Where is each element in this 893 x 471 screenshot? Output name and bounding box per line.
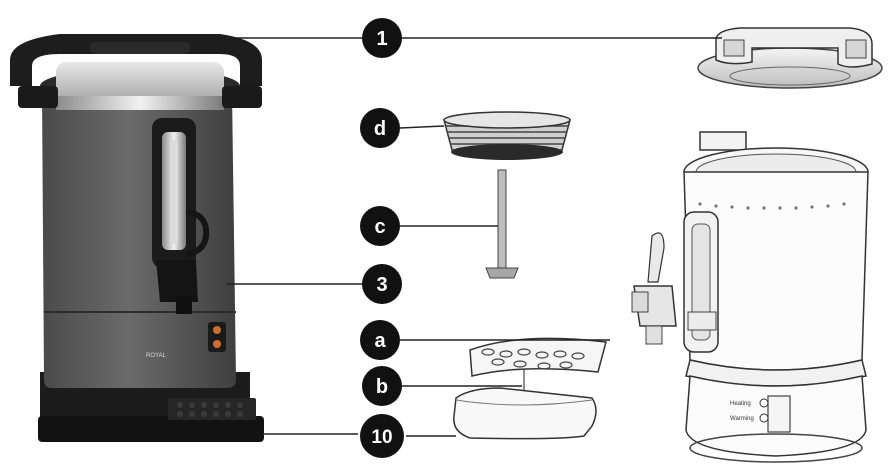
callout-label-10: 10 <box>371 427 392 448</box>
callout-badge-b: b <box>362 366 402 406</box>
brand-label: ROYAL <box>146 353 167 359</box>
callout-badges: 1 d c 3 a b 10 <box>360 18 404 458</box>
carry-handle <box>10 34 262 86</box>
part-c-stem <box>485 169 519 279</box>
panel-label-bottom: Warming <box>730 416 754 422</box>
drip-tray-grid <box>168 398 256 420</box>
urn-line-drawing: Heating Warming <box>631 131 869 463</box>
callout-badge-c: c <box>360 206 400 246</box>
callout-label-d: d <box>374 118 386 140</box>
callout-badge-3: 3 <box>362 264 402 304</box>
leader-line-d <box>399 125 445 129</box>
callout-label-3: 3 <box>376 274 387 296</box>
callout-badge-1: 1 <box>362 18 402 58</box>
panel-label-top: Heating <box>730 401 751 407</box>
drip-tray <box>38 416 264 442</box>
callout-label-c: c <box>374 216 385 238</box>
tap <box>156 260 198 302</box>
leader-lines <box>226 37 722 437</box>
callout-badge-a: a <box>360 320 400 360</box>
callout-label-b: b <box>376 376 388 398</box>
callout-badge-10: 10 <box>360 414 404 458</box>
callout-badge-d: d <box>360 108 400 148</box>
part-a-filter-disc <box>469 337 607 410</box>
urn-photo: ROYAL <box>10 34 264 442</box>
callout-label-1: 1 <box>376 28 387 50</box>
callout-label-a: a <box>374 330 386 352</box>
part-b-coffee-basket <box>453 387 597 440</box>
part-1-lid-drawing <box>697 27 883 89</box>
power-switch <box>208 322 226 352</box>
part-d-filter-lid <box>443 111 571 160</box>
